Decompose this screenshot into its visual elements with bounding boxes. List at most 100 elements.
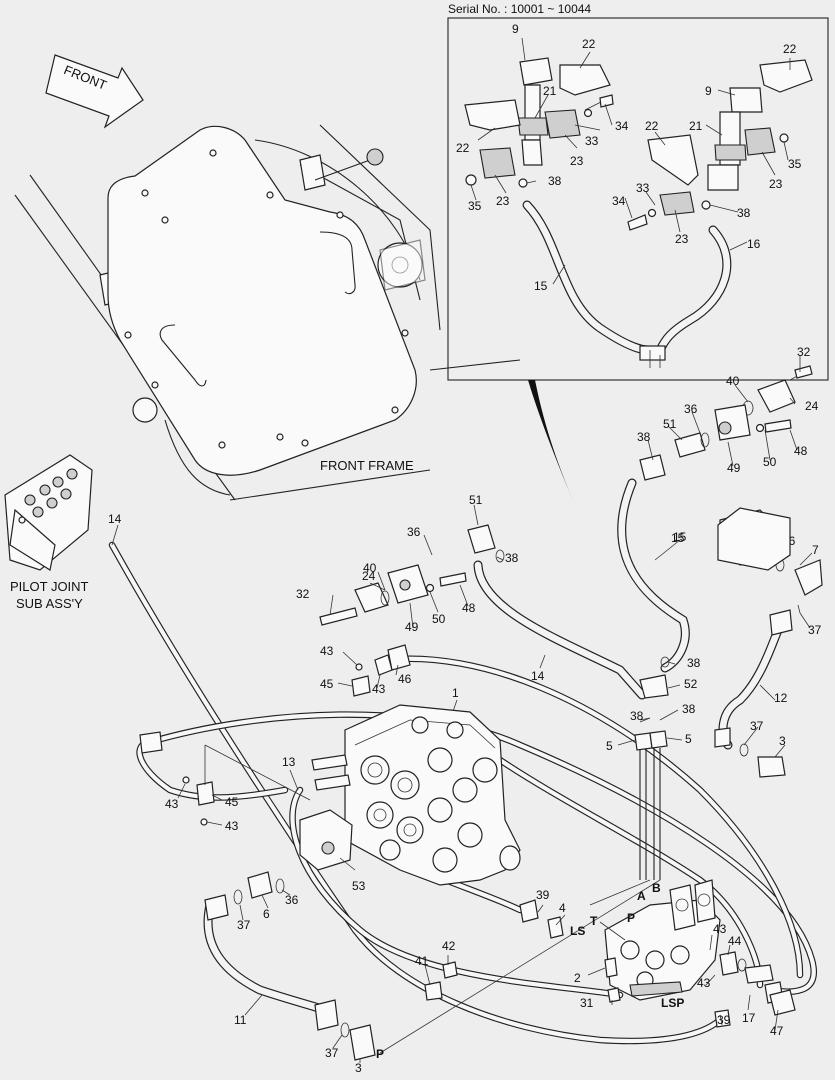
- svg-text:41: 41: [415, 954, 429, 968]
- svg-text:37: 37: [750, 719, 764, 733]
- svg-text:23: 23: [496, 194, 510, 208]
- svg-text:38: 38: [505, 551, 519, 565]
- svg-text:38: 38: [637, 430, 651, 444]
- svg-text:12: 12: [774, 691, 788, 705]
- svg-text:38: 38: [630, 709, 644, 723]
- hose-lines: [108, 541, 817, 1045]
- svg-text:39: 39: [536, 888, 550, 902]
- svg-text:37: 37: [325, 1046, 339, 1060]
- svg-text:50: 50: [763, 455, 777, 469]
- svg-text:22: 22: [783, 42, 797, 56]
- port-label-a: A: [637, 889, 646, 903]
- svg-text:48: 48: [794, 444, 808, 458]
- svg-text:22: 22: [456, 141, 470, 155]
- svg-text:36: 36: [407, 525, 421, 539]
- port-label-t: T: [590, 914, 598, 928]
- svg-text:48: 48: [462, 601, 476, 615]
- svg-text:22: 22: [645, 119, 659, 133]
- svg-text:34: 34: [615, 119, 629, 133]
- inset-detail-box: 9 22 21 33 34 22 23 35 23 38 9 22 21 22 …: [447, 17, 829, 381]
- serial-number-text: Serial No. : 10001 ~ 10044: [448, 2, 591, 16]
- secondary-valve: 39 4 2 43 44 31 43 39 17 47 41 42: [415, 879, 796, 1038]
- svg-text:22: 22: [582, 37, 596, 51]
- port-label-p-upper: P: [627, 911, 635, 925]
- svg-text:21: 21: [689, 119, 703, 133]
- port-label-ls: LS: [570, 924, 585, 938]
- svg-text:36: 36: [684, 402, 698, 416]
- cylinder-port-block: [717, 507, 791, 571]
- port-label-lsp: LSP: [661, 996, 684, 1010]
- front-frame-label: FRONT FRAME: [320, 458, 414, 473]
- svg-text:21: 21: [543, 84, 557, 98]
- svg-text:2: 2: [574, 971, 581, 985]
- inset-pointer: [528, 380, 575, 505]
- svg-text:9: 9: [512, 22, 519, 36]
- port-label-p-lower: P: [376, 1047, 384, 1061]
- svg-text:40: 40: [363, 561, 377, 575]
- svg-text:5: 5: [606, 739, 613, 753]
- svg-text:49: 49: [727, 461, 741, 475]
- svg-text:38: 38: [737, 206, 751, 220]
- svg-text:23: 23: [675, 232, 689, 246]
- svg-text:37: 37: [237, 918, 251, 932]
- svg-text:33: 33: [585, 134, 599, 148]
- svg-text:31: 31: [580, 996, 594, 1010]
- svg-text:3: 3: [355, 1061, 362, 1075]
- svg-text:14: 14: [531, 669, 545, 683]
- auxiliary-block: [299, 809, 353, 871]
- svg-text:14: 14: [108, 512, 122, 526]
- svg-text:50: 50: [432, 612, 446, 626]
- svg-text:7: 7: [812, 543, 819, 557]
- front-arrow: FRONT: [45, 54, 144, 129]
- svg-text:43: 43: [697, 976, 711, 990]
- svg-text:46: 46: [398, 672, 412, 686]
- svg-text:43: 43: [165, 797, 179, 811]
- svg-text:16: 16: [747, 237, 761, 251]
- svg-text:15: 15: [534, 279, 548, 293]
- pilot-joint-label-line1: PILOT JOINT: [10, 579, 89, 594]
- svg-text:45: 45: [225, 795, 239, 809]
- svg-text:36: 36: [285, 893, 299, 907]
- middle-fittings: 51 36 38 24 40 32 49 50 48 43 45 43 46 1…: [296, 493, 701, 753]
- svg-text:35: 35: [468, 199, 482, 213]
- svg-text:23: 23: [570, 154, 584, 168]
- svg-text:15: 15: [671, 531, 685, 545]
- svg-text:38: 38: [682, 702, 696, 716]
- svg-text:3: 3: [779, 734, 786, 748]
- svg-text:49: 49: [405, 620, 419, 634]
- svg-text:45: 45: [320, 677, 334, 691]
- svg-text:52: 52: [684, 677, 698, 691]
- svg-text:43: 43: [713, 922, 727, 936]
- svg-text:35: 35: [788, 157, 802, 171]
- pilot-joint-label-line2: SUB ASS'Y: [16, 596, 83, 611]
- svg-text:1: 1: [452, 686, 459, 700]
- svg-text:43: 43: [225, 819, 239, 833]
- main-hoses: [203, 478, 783, 1015]
- svg-text:17: 17: [742, 1011, 756, 1025]
- cover-plate: [107, 125, 417, 476]
- svg-text:9: 9: [705, 84, 712, 98]
- svg-text:33: 33: [636, 181, 650, 195]
- svg-text:5: 5: [685, 732, 692, 746]
- svg-text:34: 34: [612, 194, 626, 208]
- svg-text:11: 11: [234, 1013, 247, 1027]
- svg-text:53: 53: [352, 879, 366, 893]
- svg-text:24: 24: [805, 399, 819, 413]
- main-control-valve: [311, 704, 521, 886]
- svg-text:24: 24: [362, 569, 376, 583]
- svg-text:43: 43: [372, 682, 386, 696]
- svg-text:23: 23: [769, 177, 783, 191]
- svg-text:15: 15: [673, 530, 687, 544]
- svg-text:47: 47: [770, 1024, 784, 1038]
- svg-text:42: 42: [442, 939, 456, 953]
- svg-text:51: 51: [469, 493, 483, 507]
- svg-text:43: 43: [320, 644, 334, 658]
- svg-text:39: 39: [717, 1013, 731, 1027]
- svg-text:40: 40: [726, 374, 740, 388]
- svg-text:38: 38: [687, 656, 701, 670]
- svg-text:44: 44: [728, 934, 742, 948]
- svg-text:4: 4: [559, 901, 566, 915]
- svg-text:32: 32: [797, 345, 811, 359]
- port-labels: A B T LS LSP P P: [376, 881, 684, 1061]
